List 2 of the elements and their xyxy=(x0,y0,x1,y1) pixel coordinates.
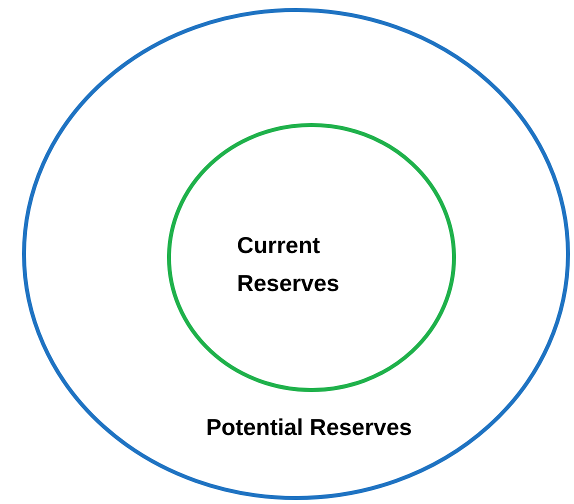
region-label: Current Reserves xyxy=(237,231,340,298)
region-label: Potential Reserves xyxy=(205,413,413,442)
